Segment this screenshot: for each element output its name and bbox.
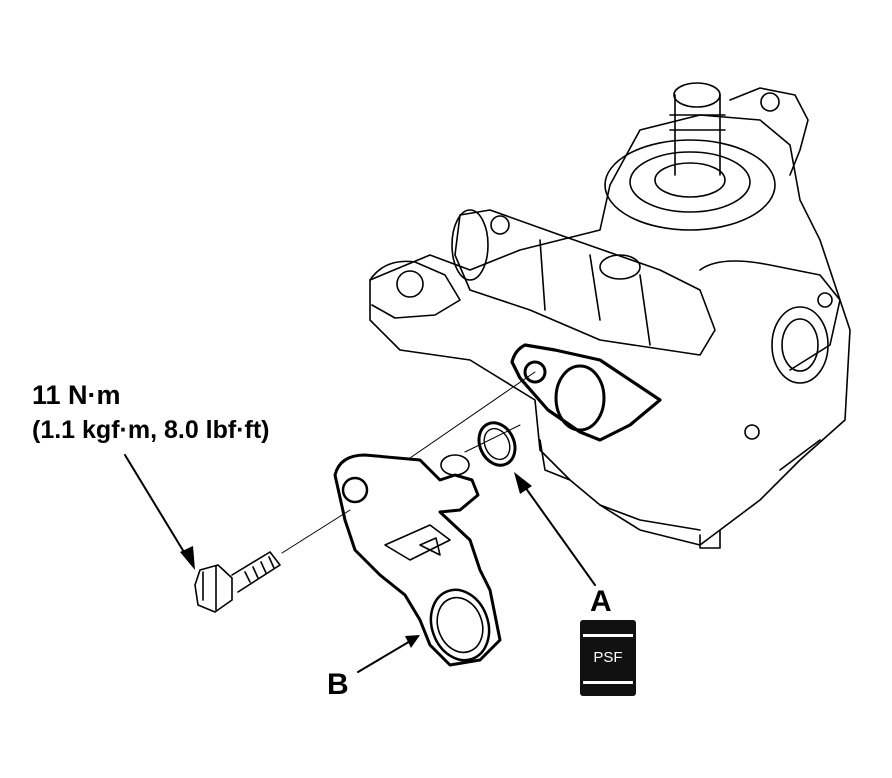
label-part-b: B xyxy=(327,668,349,701)
psf-label: PSF xyxy=(593,649,623,666)
inlet-joint-b xyxy=(333,453,502,667)
psf-fluid-icon: PSF xyxy=(580,620,636,696)
torque-spec: 11 N·m xyxy=(32,380,121,410)
bearing-housing xyxy=(604,139,776,231)
arrow-a xyxy=(519,479,596,586)
inlet-flange xyxy=(510,343,662,442)
outlet-boss xyxy=(699,260,841,371)
psf-band-bottom xyxy=(583,681,633,684)
arrow-torque xyxy=(124,454,191,563)
arrow-b xyxy=(357,639,413,673)
label-part-a: A xyxy=(590,585,612,618)
mount-ear-left xyxy=(369,260,461,319)
valve-cylinder xyxy=(454,209,716,356)
bracket-top xyxy=(729,87,809,176)
torque-spec-imperial: (1.1 kgf·m, 8.0 lbf·ft) xyxy=(32,416,270,444)
pump-body xyxy=(369,114,851,546)
psf-band-top xyxy=(583,634,633,637)
o-ring-a xyxy=(477,421,517,467)
alignment-line-bolt xyxy=(281,509,351,554)
bolt-hole-left xyxy=(396,270,424,298)
pump-shaft xyxy=(674,94,721,176)
flange-bolt xyxy=(194,564,233,613)
alignment-line-oring xyxy=(464,424,521,453)
alignment-line-joint xyxy=(409,371,536,459)
